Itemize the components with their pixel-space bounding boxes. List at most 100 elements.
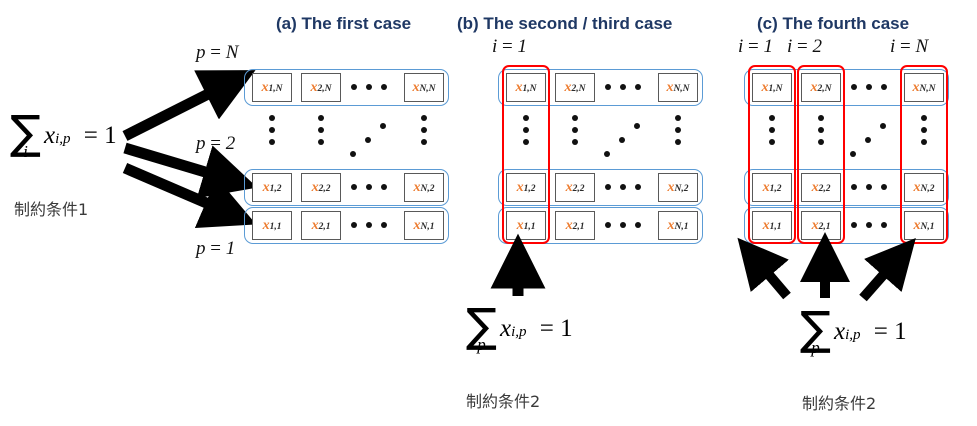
column-highlight-box <box>797 65 845 244</box>
case-c-constraint-arrows <box>737 231 916 302</box>
cell-label: x2,1 <box>565 217 585 233</box>
variable-cell[interactable]: x1,2 <box>506 173 546 202</box>
variable-cell[interactable]: x2,N <box>801 73 841 102</box>
variable-cell[interactable]: x2,1 <box>555 211 595 240</box>
cell-label: x2,N <box>310 79 332 95</box>
case-b-constraint-arrow <box>490 233 546 296</box>
column-label: i = 1 <box>738 36 773 57</box>
vertical-ellipsis <box>769 115 775 145</box>
cell-label: x2,2 <box>565 179 585 195</box>
equals-one: = 1 <box>539 315 573 342</box>
variable-cell[interactable]: x2,N <box>301 73 341 102</box>
vertical-ellipsis <box>269 115 275 145</box>
cell-label: xN,2 <box>667 179 689 195</box>
column-label: i = N <box>890 36 929 57</box>
variable-cell[interactable]: x2,2 <box>801 173 841 202</box>
case-b-title: (b) The second / third case <box>457 14 673 33</box>
variable-cell[interactable]: xN,N <box>904 73 944 102</box>
variable-cell[interactable]: x1,2 <box>752 173 792 202</box>
cell-label: x1,2 <box>762 179 782 195</box>
variable-x: x <box>834 318 846 345</box>
case-b-constraint-equation: ∑ p xi,p = 1 <box>466 298 573 355</box>
variable-x: x <box>44 122 56 149</box>
cell-label: x1,N <box>515 79 537 95</box>
column-label: i = 2 <box>787 36 822 57</box>
cell-label: xN,N <box>412 79 436 95</box>
variable-cell[interactable]: xN,2 <box>658 173 698 202</box>
cell-label: x1,N <box>261 79 283 95</box>
variable-cell[interactable]: x1,N <box>252 73 292 102</box>
variable-cell[interactable]: xN,N <box>404 73 444 102</box>
variable-cell[interactable]: xN,1 <box>404 211 444 240</box>
horizontal-ellipsis <box>851 184 887 190</box>
cell-label: x1,1 <box>762 217 782 233</box>
summation-index: i <box>23 142 28 161</box>
cell-label: x1,2 <box>262 179 282 195</box>
variable-cell[interactable]: x1,N <box>752 73 792 102</box>
horizontal-ellipsis <box>351 222 387 228</box>
variable-subscript: i,p <box>511 324 527 340</box>
cell-label: xN,1 <box>667 217 689 233</box>
arrow-to-row-N <box>122 70 256 141</box>
cell-label: x2,2 <box>811 179 831 195</box>
variable-cell[interactable]: x2,2 <box>301 173 341 202</box>
constraint1-arrows <box>122 70 258 228</box>
variable-cell[interactable]: x2,1 <box>301 211 341 240</box>
diagonal-ellipsis-dot <box>350 151 356 157</box>
summation-symbol-p-b: ∑ p <box>466 298 497 355</box>
sigma-glyph: ∑ <box>466 298 497 352</box>
diagonal-ellipsis-dot <box>619 137 625 143</box>
variable-x: x <box>500 315 512 342</box>
variable-cell[interactable]: xN,1 <box>658 211 698 240</box>
row-group-box <box>244 207 449 244</box>
variable-cell[interactable]: xN,2 <box>904 173 944 202</box>
equals-one: = 1 <box>873 318 907 345</box>
cell-label: xN,1 <box>413 217 435 233</box>
diagonal-ellipsis-dot <box>850 151 856 157</box>
row-group-box <box>498 207 703 244</box>
horizontal-ellipsis <box>851 84 887 90</box>
variable-subscript: i,p <box>55 131 71 147</box>
summation-symbol-i: ∑ i <box>10 105 41 162</box>
horizontal-ellipsis <box>851 222 887 228</box>
row-group-box <box>498 169 703 206</box>
vertical-ellipsis <box>921 115 927 145</box>
column-highlight-box <box>748 65 796 244</box>
variable-cell[interactable]: x1,1 <box>252 211 292 240</box>
diagonal-ellipsis-dot <box>880 123 886 129</box>
arrow-to-row-2 <box>123 142 258 199</box>
variable-cell[interactable]: x2,2 <box>555 173 595 202</box>
column-highlight-box <box>900 65 948 244</box>
row-group-box <box>744 69 949 106</box>
horizontal-ellipsis <box>351 84 387 90</box>
cell-label: x1,1 <box>516 217 536 233</box>
case-a-title: (a) The first case <box>276 14 412 33</box>
variable-cell[interactable]: x1,2 <box>252 173 292 202</box>
diagonal-ellipsis-dot <box>380 123 386 129</box>
vertical-ellipsis <box>421 115 427 145</box>
cell-label: x1,2 <box>516 179 536 195</box>
variable-cell[interactable]: x2,N <box>555 73 595 102</box>
arrow-to-row-1 <box>122 162 257 228</box>
variable-cell[interactable]: x1,N <box>506 73 546 102</box>
arrow-upleft-c <box>737 237 791 300</box>
diagonal-ellipsis-dot <box>865 137 871 143</box>
sigma-glyph: ∑ <box>10 105 41 159</box>
row-label-p-1: p = 1 <box>196 238 236 259</box>
cell-label: xN,1 <box>913 217 935 233</box>
variable-cell[interactable]: xN,2 <box>404 173 444 202</box>
cell-label: x1,1 <box>262 217 282 233</box>
cell-label: x1,N <box>761 79 783 95</box>
row-group-box <box>498 69 703 106</box>
vertical-ellipsis <box>675 115 681 145</box>
variable-subscript: i,p <box>845 327 861 343</box>
cell-label: x2,N <box>810 79 832 95</box>
diagonal-ellipsis-dot <box>604 151 610 157</box>
variable-cell[interactable]: xN,N <box>658 73 698 102</box>
horizontal-ellipsis <box>351 184 387 190</box>
variable-cell[interactable]: xN,1 <box>904 211 944 240</box>
case-b-constraint-caption: 制約条件2 <box>466 392 541 411</box>
case-c-title: (c) The fourth case <box>757 14 910 33</box>
vertical-ellipsis <box>818 115 824 145</box>
vertical-ellipsis <box>318 115 324 145</box>
